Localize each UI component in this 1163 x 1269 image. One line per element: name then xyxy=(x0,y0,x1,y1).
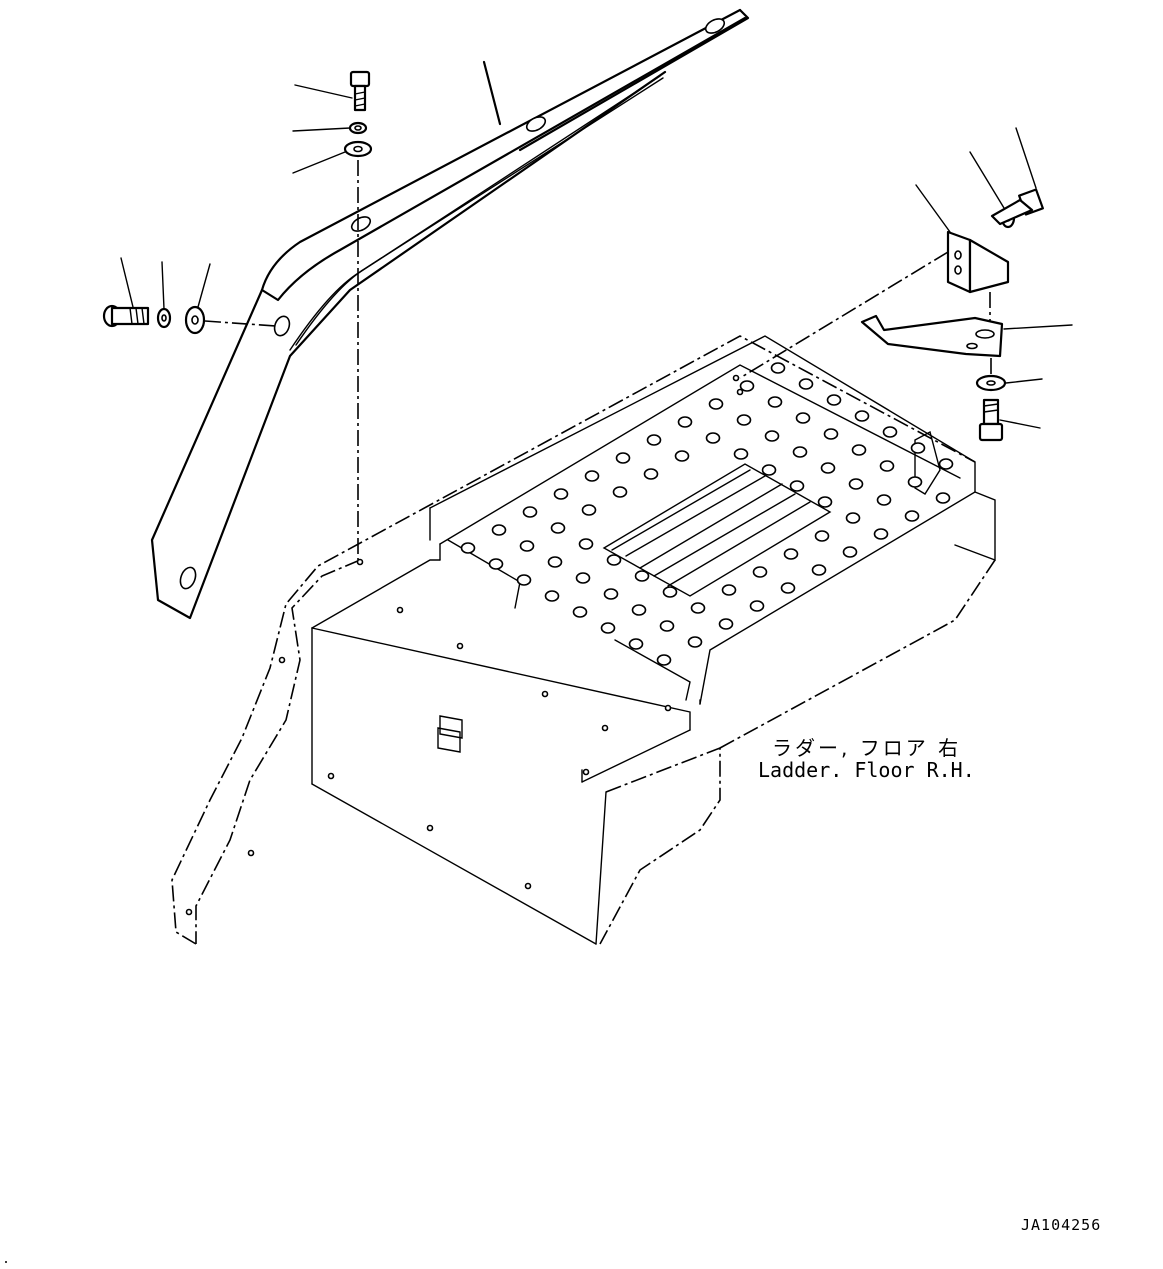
perforation-hole xyxy=(544,590,560,602)
caption-english: Ladder. Floor R.H. xyxy=(758,758,975,782)
perforation-hole xyxy=(687,636,703,648)
perforation-hole xyxy=(578,538,594,550)
handrail xyxy=(150,8,750,620)
perforation-hole xyxy=(767,396,783,408)
perforation-hole xyxy=(721,584,737,596)
perforation-hole xyxy=(907,476,923,488)
perforation-hole xyxy=(677,416,693,428)
perforation-hole xyxy=(876,494,892,506)
perforation-hole xyxy=(904,510,920,522)
perforation-hole xyxy=(854,410,870,422)
perforation-hole xyxy=(798,378,814,390)
perforation-hole xyxy=(879,460,895,472)
floor-frame xyxy=(171,335,996,945)
perforation-hole xyxy=(882,426,898,438)
perforation-hole xyxy=(736,414,752,426)
perforation-hole xyxy=(581,504,597,516)
perforation-hole xyxy=(708,398,724,410)
perforation-hole xyxy=(764,430,780,442)
perforation-hole xyxy=(615,452,631,464)
perforation-hole xyxy=(522,506,538,518)
perforation-hole xyxy=(770,362,786,374)
perforation-hole xyxy=(823,428,839,440)
perforation-hole xyxy=(749,600,765,612)
perforation-hole xyxy=(845,512,861,524)
floor-perforations xyxy=(460,362,954,666)
perforation-hole xyxy=(938,458,954,470)
perforation-hole xyxy=(792,446,808,458)
perforation-hole xyxy=(752,566,768,578)
perforation-hole xyxy=(690,602,706,614)
floor-plate xyxy=(429,335,996,705)
perforation-hole xyxy=(656,654,672,666)
perforation-hole xyxy=(603,588,619,600)
perforation-hole xyxy=(519,540,535,552)
bolt-top-left xyxy=(292,70,373,560)
perforation-hole xyxy=(628,638,644,650)
perforation-hole xyxy=(780,582,796,594)
perforation-hole xyxy=(643,468,659,480)
perforation-hole xyxy=(705,432,721,444)
perforation-hole xyxy=(491,524,507,536)
perforation-hole xyxy=(646,434,662,446)
perforation-hole xyxy=(811,564,827,576)
perforation-hole xyxy=(820,462,836,474)
perforation-hole xyxy=(910,442,926,454)
perforation-hole xyxy=(783,548,799,560)
perforation-hole xyxy=(516,574,532,586)
perforation-hole xyxy=(460,542,476,554)
perforation-hole xyxy=(935,492,951,504)
perforation-hole xyxy=(842,546,858,558)
perforation-hole xyxy=(634,570,650,582)
perforation-hole xyxy=(553,488,569,500)
perforation-hole xyxy=(826,394,842,406)
perforation-hole xyxy=(674,450,690,462)
perforation-hole xyxy=(631,604,647,616)
perforation-hole xyxy=(600,622,616,634)
perforation-hole xyxy=(814,530,830,542)
perforation-hole xyxy=(851,444,867,456)
perforation-hole xyxy=(739,380,755,392)
perforation-hole xyxy=(848,478,864,490)
perforation-hole xyxy=(761,464,777,476)
perforation-hole xyxy=(733,448,749,460)
perforation-hole xyxy=(817,496,833,508)
bracket-right xyxy=(739,127,1073,442)
perforation-hole xyxy=(659,620,675,632)
perforation-hole xyxy=(575,572,591,584)
perforation-hole xyxy=(873,528,889,540)
perforation-hole xyxy=(547,556,563,568)
perforation-hole xyxy=(789,480,805,492)
perforation-hole xyxy=(795,412,811,424)
bolt-left xyxy=(102,257,277,335)
perforation-hole xyxy=(488,558,504,570)
perforation-hole xyxy=(550,522,566,534)
perforation-hole xyxy=(718,618,734,630)
perforation-hole xyxy=(606,554,622,566)
drawing-code: JA104256 xyxy=(1021,1216,1102,1234)
perforation-hole xyxy=(584,470,600,482)
perforation-hole xyxy=(572,606,588,618)
caption-japanese: ラダー, フロア 右 xyxy=(772,736,962,760)
perforation-hole xyxy=(662,586,678,598)
perforation-hole xyxy=(612,486,628,498)
